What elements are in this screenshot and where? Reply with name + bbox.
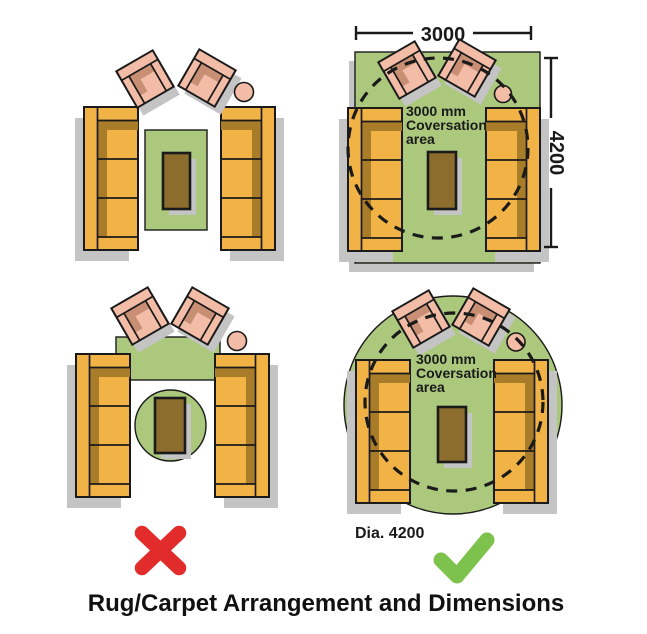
panel-bottom-left [67, 286, 278, 576]
coffee-table [436, 405, 468, 464]
conversation-area-label: 3000 mm Coversation area [406, 103, 487, 147]
dimension-width: 3000 [354, 24, 533, 46]
sofa-left [75, 353, 131, 498]
conversation-line-2: Coversation [406, 117, 487, 133]
conversation-line-3: area [416, 379, 445, 395]
coffee-table [426, 150, 458, 211]
sofa-right [485, 107, 541, 252]
sofa-right [214, 353, 270, 498]
correct-icon [433, 532, 495, 584]
wrong-icon [134, 525, 187, 576]
conversation-line-2: Coversation [416, 365, 497, 381]
panel-top-left [75, 48, 284, 261]
conversation-line-1: 3000 mm [416, 351, 476, 367]
dimension-height: 4200 [544, 56, 567, 249]
side-table [506, 332, 526, 352]
panel-bottom-right: 3000 mm Coversation area Dia. 4200 [343, 287, 563, 584]
page-title: Rug/Carpet Arrangement and Dimensions [88, 590, 565, 617]
side-table [226, 330, 248, 352]
sofa-left [355, 359, 411, 504]
panel-top-right: 3000 4200 3000 mm Coversation area [339, 24, 567, 272]
dimension-width-label: 3000 [421, 24, 466, 46]
conversation-area-circle [346, 56, 530, 240]
conversation-area-label: 3000 mm Coversation area [416, 351, 497, 395]
conversation-area-circle [363, 311, 545, 493]
coffee-table [161, 151, 192, 211]
coffee-table [153, 396, 187, 455]
sofa-left [83, 106, 139, 251]
conversation-line-3: area [406, 131, 435, 147]
side-table [233, 81, 255, 103]
sofa-left [347, 107, 403, 252]
dimension-height-label: 4200 [545, 131, 567, 176]
diameter-label: Dia. 4200 [355, 525, 424, 542]
conversation-line-1: 3000 mm [406, 103, 466, 119]
sofa-right [220, 106, 276, 251]
